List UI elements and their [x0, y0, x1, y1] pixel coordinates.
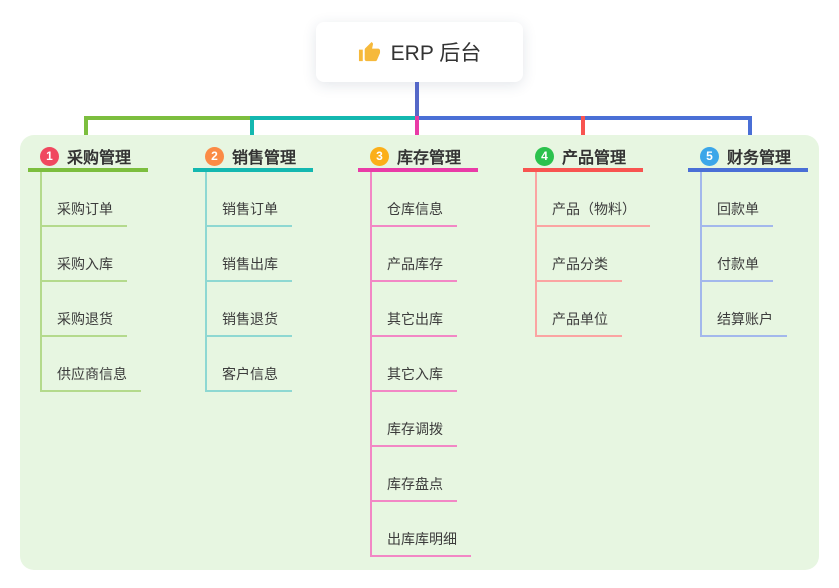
branch-drop-line-1	[84, 116, 88, 146]
root-node-label: ERP 后台	[390, 42, 482, 65]
mindmap-leaf-node[interactable]: 采购退货	[42, 282, 127, 337]
leaf-node-label: 产品库存	[387, 256, 443, 272]
mindmap-leaf-node[interactable]: 产品单位	[537, 282, 622, 337]
leaf-node-label: 库存调拨	[387, 421, 443, 437]
mindmap-leaf-node[interactable]: 库存调拨	[372, 392, 457, 447]
branch-items-list: 产品（物料） 产品分类产品单位	[535, 172, 683, 337]
mindmap-leaf-node[interactable]: 仓库信息	[372, 172, 457, 227]
leaf-node-label: 采购订单	[57, 201, 113, 217]
branch-title: 产品管理	[562, 150, 627, 167]
branch-drop-line-2	[250, 116, 254, 146]
branch-column-1: 1 采购管理采购订单采购入库采购退货供应商信息	[28, 144, 188, 392]
branch-number-badge: 4	[535, 146, 554, 166]
branch-title: 库存管理	[397, 150, 462, 167]
trunk-line-right-blue	[418, 116, 752, 120]
branch-drop-line-3	[415, 116, 419, 146]
branch-header-2[interactable]: 2 销售管理	[193, 144, 313, 172]
branch-drop-line-5	[748, 116, 752, 146]
leaf-node-label: 回款单	[717, 201, 759, 217]
leaf-node-label: 库存盘点	[387, 476, 443, 492]
branch-column-5: 5 财务管理回款单付款单结算账户	[688, 144, 839, 337]
trunk-line-mid-teal	[252, 116, 419, 120]
leaf-node-label: 付款单	[717, 256, 759, 272]
leaf-node-label: 产品单位	[552, 311, 608, 327]
branches-panel: 1 采购管理采购订单采购入库采购退货供应商信息 2 销售管理销售订单销售出库销售退货客…	[20, 135, 819, 570]
branch-drop-line-4	[581, 116, 585, 146]
branch-number-badge: 3	[370, 146, 389, 166]
branch-column-4: 4 产品管理产品（物料） 产品分类产品单位	[523, 144, 683, 337]
leaf-node-label: 销售出库	[222, 256, 278, 272]
branch-title: 销售管理	[232, 150, 297, 167]
leaf-node-label: 销售订单	[222, 201, 278, 217]
root-connector-line	[415, 82, 419, 118]
branch-number-badge: 1	[40, 146, 59, 166]
leaf-node-label: 销售退货	[222, 311, 278, 327]
branch-title: 财务管理	[727, 150, 792, 167]
leaf-node-label: 产品分类	[552, 256, 608, 272]
leaf-node-label: 其它出库	[387, 311, 443, 327]
mindmap-leaf-node[interactable]: 付款单	[702, 227, 773, 282]
branch-items-list: 销售订单销售出库销售退货客户信息	[205, 172, 353, 392]
branch-title: 采购管理	[67, 150, 132, 167]
leaf-node-label: 结算账户	[717, 311, 773, 327]
branch-number-badge: 2	[205, 146, 224, 166]
branch-header-5[interactable]: 5 财务管理	[688, 144, 808, 172]
mindmap-leaf-node[interactable]: 出库库明细	[372, 502, 471, 557]
branch-items-list: 回款单付款单结算账户	[700, 172, 839, 337]
branch-number-badge: 5	[700, 146, 719, 166]
leaf-node-label: 仓库信息	[387, 201, 443, 217]
branch-column-2: 2 销售管理销售订单销售出库销售退货客户信息	[193, 144, 353, 392]
trunk-line-left-green	[84, 116, 252, 120]
mindmap-leaf-node[interactable]: 销售退货	[207, 282, 292, 337]
mindmap-leaf-node[interactable]: 采购订单	[42, 172, 127, 227]
leaf-node-label: 出库库明细	[387, 531, 457, 547]
mindmap-leaf-node[interactable]: 产品库存	[372, 227, 457, 282]
branch-header-3[interactable]: 3 库存管理	[358, 144, 478, 172]
mindmap-leaf-node[interactable]: 客户信息	[207, 337, 292, 392]
leaf-node-label: 采购入库	[57, 256, 113, 272]
mindmap-leaf-node[interactable]: 销售订单	[207, 172, 292, 227]
mindmap-leaf-node[interactable]: 供应商信息	[42, 337, 141, 392]
branch-items-list: 采购订单采购入库采购退货供应商信息	[40, 172, 188, 392]
branch-column-3: 3 库存管理仓库信息产品库存其它出库其它入库库存调拨库存盘点出库库明细	[358, 144, 518, 557]
mindmap-leaf-node[interactable]: 采购入库	[42, 227, 127, 282]
root-node-erp[interactable]: ERP 后台	[316, 22, 523, 82]
leaf-node-label: 客户信息	[222, 366, 278, 382]
leaf-node-label: 供应商信息	[57, 366, 127, 382]
branch-items-list: 仓库信息产品库存其它出库其它入库库存调拨库存盘点出库库明细	[370, 172, 518, 557]
branch-header-1[interactable]: 1 采购管理	[28, 144, 148, 172]
mindmap-leaf-node[interactable]: 销售出库	[207, 227, 292, 282]
mindmap-leaf-node[interactable]: 产品分类	[537, 227, 622, 282]
leaf-node-label: 采购退货	[57, 311, 113, 327]
leaf-node-label: 产品（物料）	[552, 201, 636, 217]
mindmap-leaf-node[interactable]: 回款单	[702, 172, 773, 227]
mindmap-leaf-node[interactable]: 其它出库	[372, 282, 457, 337]
leaf-node-label: 其它入库	[387, 366, 443, 382]
mindmap-leaf-node[interactable]: 其它入库	[372, 337, 457, 392]
thumbs-up-icon	[358, 41, 381, 64]
mindmap-leaf-node[interactable]: 产品（物料）	[537, 172, 650, 227]
mindmap-leaf-node[interactable]: 库存盘点	[372, 447, 457, 502]
mindmap-leaf-node[interactable]: 结算账户	[702, 282, 787, 337]
branch-header-4[interactable]: 4 产品管理	[523, 144, 643, 172]
